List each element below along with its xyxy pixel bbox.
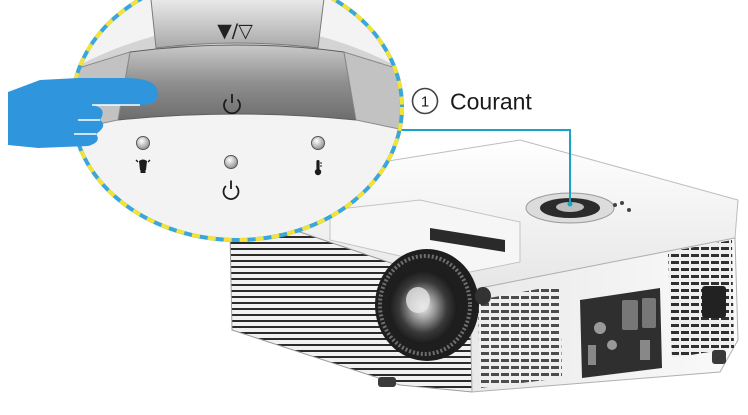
projector-keypad: [525, 192, 631, 224]
power-button-zoom: [117, 44, 357, 121]
ir-receiver: [475, 287, 491, 305]
power-led: [224, 155, 238, 169]
power-icon: [222, 180, 240, 200]
io-panel: [580, 288, 662, 378]
lens: [375, 249, 479, 361]
rear-vent: [668, 240, 734, 358]
lamp-icon: [135, 159, 151, 173]
right-wing-button: [343, 51, 402, 131]
source-symbol: ▼/▽: [217, 20, 253, 42]
callout-number: 1: [421, 94, 429, 111]
power-icon: [223, 94, 241, 115]
thermometer-icon: [314, 160, 322, 176]
focus-slider: [430, 228, 505, 252]
callout-line-dot: [567, 201, 573, 207]
top-block: [329, 199, 521, 273]
power-socket: [702, 286, 726, 318]
side-vent: [478, 285, 562, 388]
callout-number-badge: [411, 87, 439, 115]
pointing-hand-icon: [8, 78, 158, 148]
callout-label: 1 Courant: [411, 87, 532, 115]
foot-left: [378, 377, 396, 387]
callout-line: [401, 129, 571, 204]
zoom-inset: ▼/▽: [70, 0, 404, 242]
foot-right: [712, 350, 726, 364]
temp-led: [311, 136, 325, 150]
callout-text: Courant: [450, 89, 532, 115]
lamp-led: [136, 136, 150, 150]
projector: [229, 139, 739, 393]
source-button-zoom: [149, 0, 326, 49]
